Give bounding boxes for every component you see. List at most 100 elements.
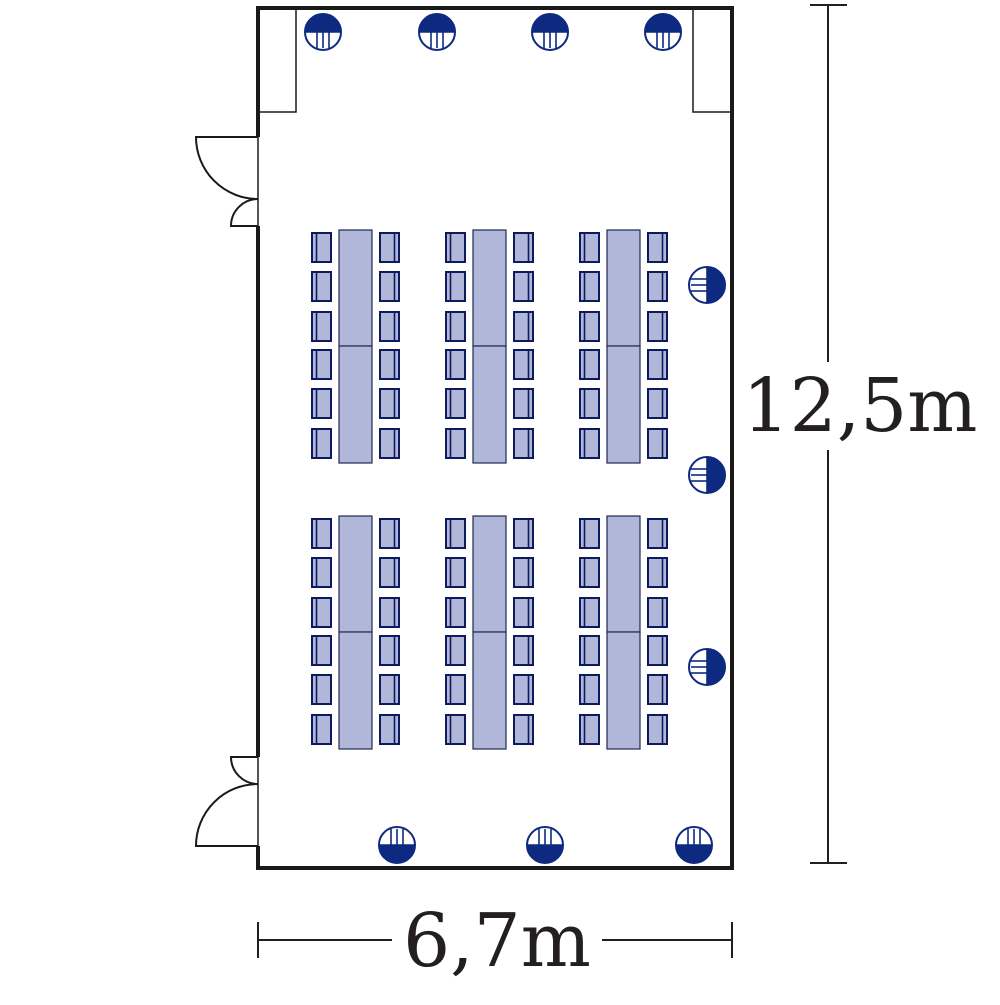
chair-seat <box>445 714 466 745</box>
height-dimension: 12,5m <box>743 4 978 864</box>
chair <box>647 428 668 459</box>
chair <box>379 635 400 666</box>
chair <box>445 311 466 342</box>
chair <box>379 674 400 705</box>
table-segment <box>472 229 507 347</box>
chair-seat <box>513 557 534 588</box>
chair-seat <box>513 271 534 302</box>
chair-seat <box>379 635 400 666</box>
outlet-half <box>707 267 725 303</box>
chair-seat <box>579 271 600 302</box>
chair <box>579 349 600 380</box>
chair-seat <box>579 388 600 419</box>
chair <box>379 518 400 549</box>
chair <box>579 271 600 302</box>
chair <box>513 557 534 588</box>
chair <box>579 388 600 419</box>
outlet-half <box>379 845 415 863</box>
chair-seat <box>379 388 400 419</box>
power-outlet-icon <box>526 826 564 864</box>
door-swing-icon <box>229 198 259 227</box>
chair <box>379 349 400 380</box>
chair-seat <box>311 428 332 459</box>
chair <box>513 635 534 666</box>
chair-seat <box>513 388 534 419</box>
outlet-half <box>419 14 455 32</box>
chair <box>513 518 534 549</box>
chair-seat <box>445 635 466 666</box>
chair <box>513 232 534 263</box>
chair-seat <box>579 311 600 342</box>
chair <box>579 557 600 588</box>
chair-seat <box>647 349 668 380</box>
power-outlet-icon <box>531 13 569 51</box>
chair <box>311 674 332 705</box>
chair-seat <box>513 597 534 628</box>
chair-seat <box>513 518 534 549</box>
chair <box>513 271 534 302</box>
chair <box>647 311 668 342</box>
chair <box>513 349 534 380</box>
chair-seat <box>445 232 466 263</box>
chair-seat <box>311 635 332 666</box>
chair-seat <box>311 597 332 628</box>
chair <box>579 428 600 459</box>
chair-seat <box>379 714 400 745</box>
alcove-left <box>260 10 297 113</box>
alcove-right <box>692 10 730 113</box>
chair-seat <box>579 674 600 705</box>
room <box>255 6 734 870</box>
chair <box>311 518 332 549</box>
width-dimension: 6,7m <box>257 898 733 984</box>
table-segment <box>606 631 641 750</box>
table-segment <box>606 515 641 633</box>
chair-seat <box>445 428 466 459</box>
chair <box>379 311 400 342</box>
chair <box>579 714 600 745</box>
chair <box>379 597 400 628</box>
chair <box>579 597 600 628</box>
chair <box>379 232 400 263</box>
chair-seat <box>445 557 466 588</box>
chair <box>513 597 534 628</box>
chair-seat <box>311 674 332 705</box>
table-group <box>579 515 668 750</box>
height-label: 12,5m <box>743 363 978 449</box>
chair <box>379 714 400 745</box>
chair-seat <box>647 388 668 419</box>
chair-seat <box>311 518 332 549</box>
chair-seat <box>647 557 668 588</box>
table-segment <box>472 515 507 633</box>
chair-seat <box>445 674 466 705</box>
chair-seat <box>579 597 600 628</box>
chair <box>647 557 668 588</box>
table-segment <box>338 631 373 750</box>
power-outlet-icon <box>418 13 456 51</box>
chair-seat <box>379 349 400 380</box>
door-swing-icon <box>194 136 259 200</box>
door-swing-icon <box>229 756 259 785</box>
chair <box>445 635 466 666</box>
chair <box>579 674 600 705</box>
chair <box>445 518 466 549</box>
door-swing-icon <box>194 783 259 847</box>
chair-seat <box>579 349 600 380</box>
chair-seat <box>579 232 600 263</box>
chair-seat <box>379 232 400 263</box>
power-outlet-icon <box>688 266 726 304</box>
chair <box>311 428 332 459</box>
chair-seat <box>513 232 534 263</box>
chair-seat <box>579 714 600 745</box>
chair-seat <box>647 518 668 549</box>
outlet-half <box>707 457 725 493</box>
power-outlet-icon <box>644 13 682 51</box>
table-group <box>311 229 400 464</box>
chair-seat <box>579 518 600 549</box>
chair <box>513 428 534 459</box>
room-wall <box>256 6 734 870</box>
outlets <box>304 13 726 864</box>
chair <box>647 674 668 705</box>
table-group <box>311 515 400 750</box>
chair-seat <box>445 311 466 342</box>
